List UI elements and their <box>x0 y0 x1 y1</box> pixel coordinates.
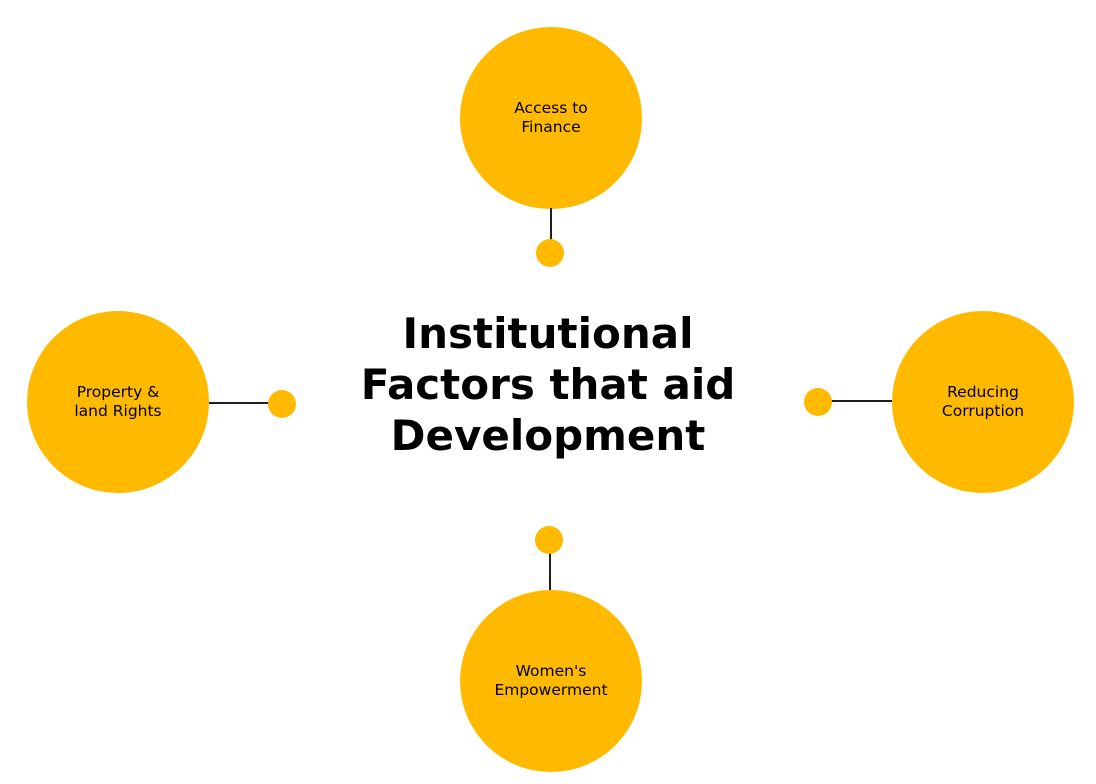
node-right-label: Reducing Corruption <box>908 383 1058 421</box>
node-top-label-line-1: Access to <box>514 99 588 117</box>
node-bottom-label: Women's Empowerment <box>476 662 626 700</box>
node-top-circle: Access to Finance <box>460 27 642 209</box>
node-left-label: Property & land Rights <box>43 383 193 421</box>
title-line-3: Development <box>390 411 706 460</box>
connector-bottom <box>549 552 551 590</box>
node-right-label-line-2: Corruption <box>941 402 1025 420</box>
node-right-circle: Reducing Corruption <box>892 311 1074 493</box>
title-line-1: Institutional <box>402 309 694 358</box>
node-left-label-line-1: Property & <box>76 383 160 401</box>
node-bottom-label-line-2: Empowerment <box>494 681 608 699</box>
node-bottom-circle: Women's Empowerment <box>460 590 642 772</box>
connector-dot-left <box>268 390 296 418</box>
connector-dot-bottom <box>535 526 563 554</box>
node-left-circle: Property & land Rights <box>27 311 209 493</box>
node-bottom-label-line-1: Women's <box>515 662 587 680</box>
title-line-2: Factors that aid <box>360 360 736 409</box>
connector-dot-right <box>804 388 832 416</box>
connector-left <box>209 402 271 404</box>
connector-top <box>550 208 552 240</box>
diagram-title: Institutional Factors that aid Developme… <box>318 308 778 461</box>
connector-right <box>828 400 892 402</box>
node-top-label-line-2: Finance <box>521 118 581 136</box>
node-right-label-line-1: Reducing <box>947 383 1019 401</box>
node-left-label-line-2: land Rights <box>74 402 162 420</box>
connector-dot-top <box>536 239 564 267</box>
node-top-label: Access to Finance <box>476 99 626 137</box>
